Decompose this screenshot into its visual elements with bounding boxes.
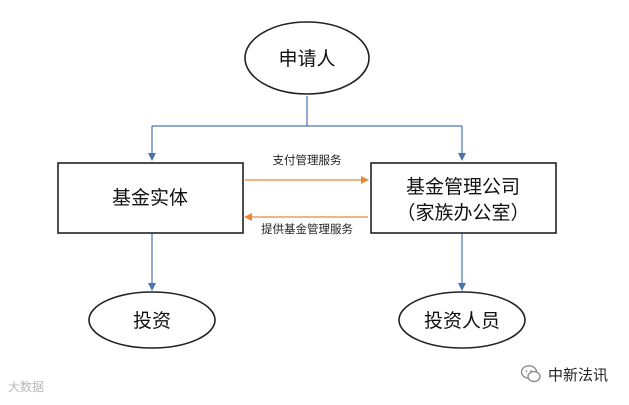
investment-label: 投资 [133, 310, 171, 332]
watermark-right-text: 中新法讯 [548, 365, 609, 384]
applicant-ellipse [244, 21, 370, 95]
edge-label-pay-fee: 支付管理服务 [273, 153, 342, 167]
mgmt-company-box [370, 162, 557, 234]
fund-entity-node: 基金实体 [57, 162, 244, 234]
investment-node: 投资 [88, 291, 216, 349]
watermark-right: 中新法讯 [520, 363, 608, 385]
applicant-connectors [148, 96, 466, 161]
investment-staff-node: 投资人员 [398, 291, 526, 349]
watermark-left-text: 大数据 [8, 380, 45, 394]
wechat-icon [520, 365, 541, 383]
service-arrows [244, 176, 369, 221]
mgmt-company-label-line1: 基金管理公司 [406, 176, 520, 198]
applicant-label: 申请人 [278, 48, 335, 70]
applicant-node: 申请人 [244, 21, 370, 95]
edge-label-provide-service: 提供基金管理服务 [261, 222, 353, 236]
investment-ellipse [88, 291, 216, 349]
investment-staff-ellipse [398, 291, 526, 349]
mgmt-company-label-line2: （家族办公室） [396, 202, 529, 224]
mgmt-company-node: 基金管理公司 （家族办公室） [370, 162, 557, 234]
lower-connectors [148, 233, 466, 291]
investment-staff-label: 投资人员 [424, 310, 500, 332]
fund-entity-box [57, 162, 244, 234]
watermark-left: 大数据 [8, 378, 44, 395]
fund-entity-label: 基金实体 [112, 187, 188, 209]
